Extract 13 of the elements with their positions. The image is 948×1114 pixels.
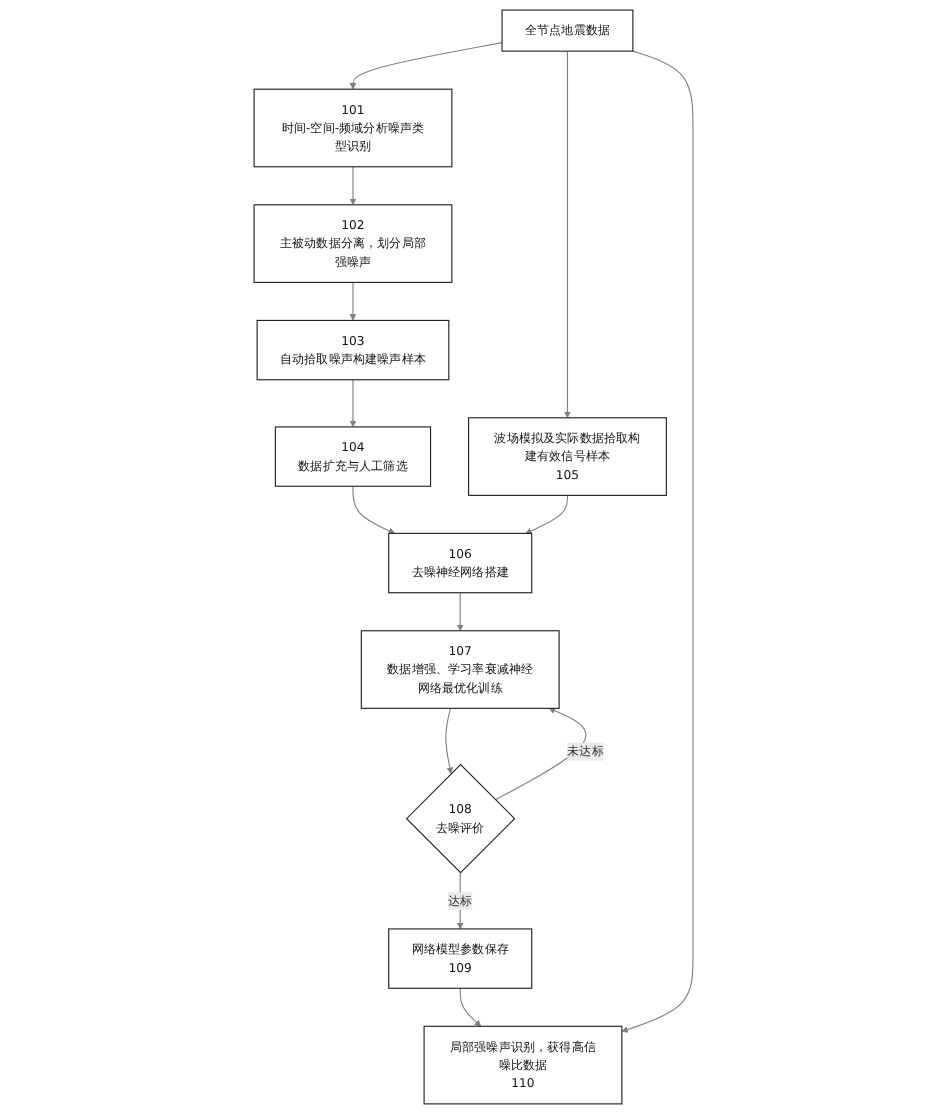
arrow: [352, 485, 396, 534]
arrow: [350, 166, 357, 206]
arrow: [622, 50, 694, 1033]
arrow: [495, 707, 587, 801]
arrow: [525, 494, 569, 534]
arrow: [460, 987, 482, 1027]
arrow: [457, 592, 465, 632]
arrow: [457, 872, 465, 930]
arrow: [350, 42, 504, 90]
arrow: [564, 50, 572, 419]
arrow: [445, 707, 454, 775]
arrow: [350, 379, 357, 428]
arrow: [350, 281, 357, 321]
